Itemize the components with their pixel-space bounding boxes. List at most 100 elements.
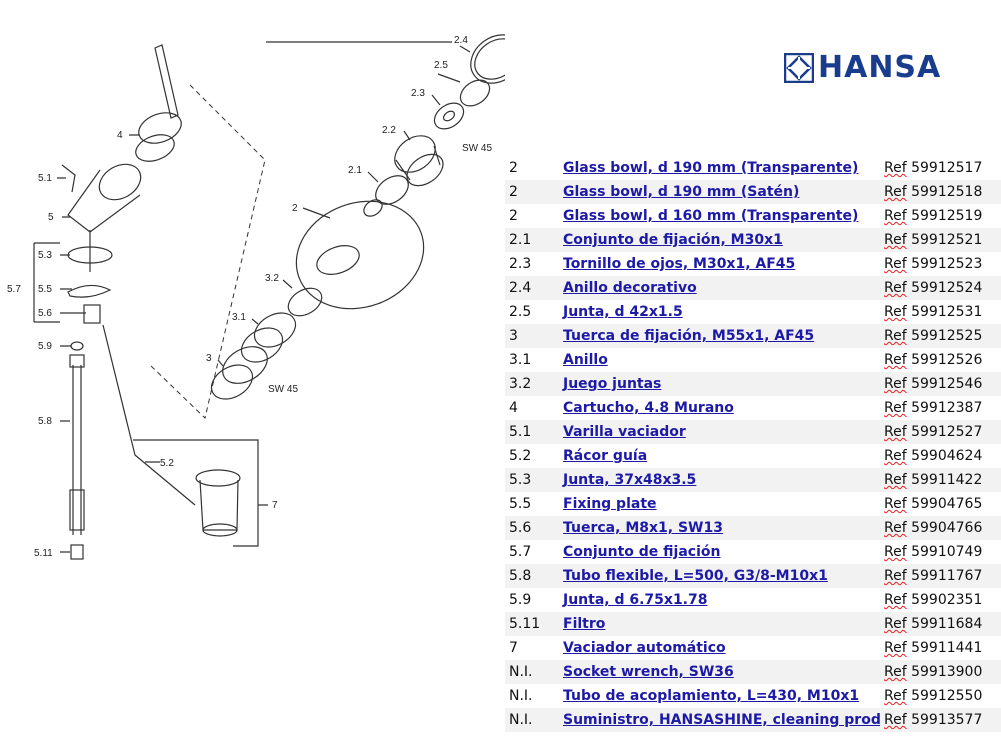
part-position: 7 <box>509 640 518 656</box>
part-reference: Ref 59912550 <box>880 684 1001 708</box>
part-description-link[interactable]: Anillo <box>563 352 608 368</box>
part-description-link[interactable]: Junta, 37x48x3.5 <box>563 472 697 488</box>
part-position: 3 <box>505 324 559 348</box>
ref-number: 59912387 <box>911 400 983 416</box>
part-2-2-ring <box>394 135 444 187</box>
ref-label: Ref <box>884 688 907 704</box>
part-reference: Ref 59912517 <box>880 156 1001 180</box>
part-position: 5.8 <box>505 564 559 588</box>
callout-2-2: 2.2 <box>382 125 396 136</box>
part-description-link[interactable]: Cartucho, 4.8 Murano <box>563 400 734 416</box>
ref-label: Ref <box>884 232 907 248</box>
part-reference: Ref 59912523 <box>880 252 1001 276</box>
ref-label: Ref <box>884 616 907 632</box>
part-5-2-rod <box>102 324 196 506</box>
part-description-cell: Cartucho, 4.8 Murano <box>559 396 880 420</box>
part-reference: Ref 59913900 <box>880 660 1001 684</box>
part-reference: Ref 59904624 <box>880 444 1001 468</box>
part-2-3-eye-screw <box>433 102 465 130</box>
part-reference: Ref 59912526 <box>880 348 1001 372</box>
part-description-link[interactable]: Fixing plate <box>563 496 657 512</box>
part-position: 2.5 <box>509 304 532 320</box>
callout-4: 4 <box>117 130 123 141</box>
callout-5-9: 5.9 <box>38 341 52 352</box>
part-position: 2 <box>509 208 518 224</box>
part-4-cartridge <box>135 44 182 162</box>
part-position: N.I. <box>505 708 559 732</box>
hansa-wordmark: HANSA <box>818 50 942 85</box>
part-description-cell: Junta, 37x48x3.5 <box>559 468 880 492</box>
part-5-8-hose <box>69 354 85 535</box>
part-2-5-seal <box>459 79 491 107</box>
part-description-link[interactable]: Vaciador automático <box>563 640 726 656</box>
part-description-link[interactable]: Tuerca, M8x1, SW13 <box>563 520 723 536</box>
part-5-6-nut <box>83 304 101 324</box>
ref-number: 59912521 <box>911 232 983 248</box>
part-description-link[interactable]: Socket wrench, SW36 <box>563 664 734 680</box>
part-reference: Ref 59904765 <box>880 492 1001 516</box>
part-description-link[interactable]: Tornillo de ojos, M30x1, AF45 <box>563 256 796 272</box>
part-reference: Ref 59902351 <box>880 588 1001 612</box>
part-description-link[interactable]: Anillo decorativo <box>563 280 697 296</box>
part-description-link[interactable]: Glass bowl, d 190 mm (Satén) <box>563 184 800 200</box>
part-5-9-ring <box>70 341 84 351</box>
part-description-link[interactable]: Tubo de acoplamiento, L=430, M10x1 <box>563 688 860 704</box>
part-position: 3.2 <box>505 372 559 396</box>
part-description-link[interactable]: Conjunto de fijación <box>563 544 721 560</box>
ref-label: Ref <box>884 592 907 608</box>
callout-2: 2 <box>292 203 298 214</box>
part-reference: Ref 59911422 <box>880 468 1001 492</box>
callout-5-3: 5.3 <box>38 250 52 261</box>
ref-label: Ref <box>884 544 907 560</box>
ref-label: Ref <box>884 256 907 272</box>
callout-5-8: 5.8 <box>38 416 52 427</box>
part-description-cell: Junta, d 42x1.5 <box>559 300 880 324</box>
callout-2-5: 2.5 <box>434 60 448 71</box>
hansa-logo-mark <box>784 53 814 83</box>
part-description-cell: Suministro, HANSASHINE, cleaning product <box>559 708 880 732</box>
ref-number: 59911422 <box>911 472 983 488</box>
ref-label: Ref <box>884 640 907 656</box>
ref-number: 59911684 <box>911 616 983 632</box>
part-description-cell: Glass bowl, d 190 mm (Satén) <box>559 180 880 204</box>
ref-label: Ref <box>884 520 907 536</box>
part-description-cell: Tornillo de ojos, M30x1, AF45 <box>559 252 880 276</box>
part-position: 2.4 <box>505 276 559 300</box>
part-description-link[interactable]: Rácor guía <box>563 448 648 464</box>
ref-label: Ref <box>884 496 907 512</box>
part-description-link[interactable]: Tubo flexible, L=500, G3/8-M10x1 <box>563 568 828 584</box>
part-description-cell: Anillo <box>559 348 880 372</box>
part-description-link[interactable]: Junta, d 6.75x1.78 <box>563 592 708 608</box>
ref-number: 59912519 <box>911 208 983 224</box>
part-position: 5.7 <box>509 544 532 560</box>
callout-2-1: 2.1 <box>348 165 362 176</box>
ref-label: Ref <box>884 568 907 584</box>
part-description-link[interactable]: Glass bowl, d 160 mm (Transparente) <box>563 208 859 224</box>
callout-5-7: 5.7 <box>7 284 21 295</box>
part-description-link[interactable]: Varilla vaciador <box>563 424 686 440</box>
part-description-link[interactable]: Suministro, HANSASHINE, cleaning product <box>563 712 880 728</box>
part-description-link[interactable]: Tuerca de fijación, M55x1, AF45 <box>563 328 815 344</box>
ref-label: Ref <box>884 664 907 680</box>
ref-number: 59911767 <box>911 568 983 584</box>
table-row: N.I.Suministro, HANSASHINE, cleaning pro… <box>505 708 1001 732</box>
part-description-link[interactable]: Filtro <box>563 616 606 632</box>
part-description-link[interactable]: Glass bowl, d 190 mm (Transparente) <box>563 160 859 176</box>
part-reference: Ref 59911767 <box>880 564 1001 588</box>
part-description-link[interactable]: Conjunto de fijación, M30x1 <box>563 232 783 248</box>
diagram-callouts: 2.4 2.5 2.3 SW 45 2.2 2.1 2 4 5.1 5 5.3 … <box>7 35 492 559</box>
part-description-link[interactable]: Juego juntas <box>563 376 662 392</box>
part-description-link[interactable]: Junta, d 42x1.5 <box>563 304 683 320</box>
